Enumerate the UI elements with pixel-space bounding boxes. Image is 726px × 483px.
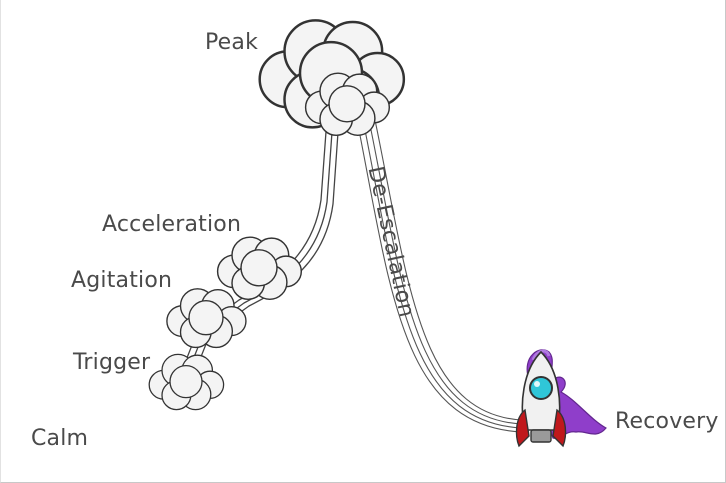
trigger-cloud — [148, 353, 225, 411]
stage-label-trigger: Trigger — [73, 350, 151, 375]
stage-label-calm: Calm — [31, 426, 89, 451]
stage-label-agitation: Agitation — [71, 268, 173, 293]
descent-smoke-trail — [356, 119, 522, 433]
stage-label-recovery: Recovery — [615, 409, 719, 434]
stage-label-acceleration: Acceleration — [102, 212, 242, 237]
agitation-cloud — [166, 288, 247, 349]
acceleration-cloud — [216, 236, 303, 301]
stage-label-peak: Peak — [205, 30, 259, 55]
rocket-icon — [515, 349, 607, 448]
